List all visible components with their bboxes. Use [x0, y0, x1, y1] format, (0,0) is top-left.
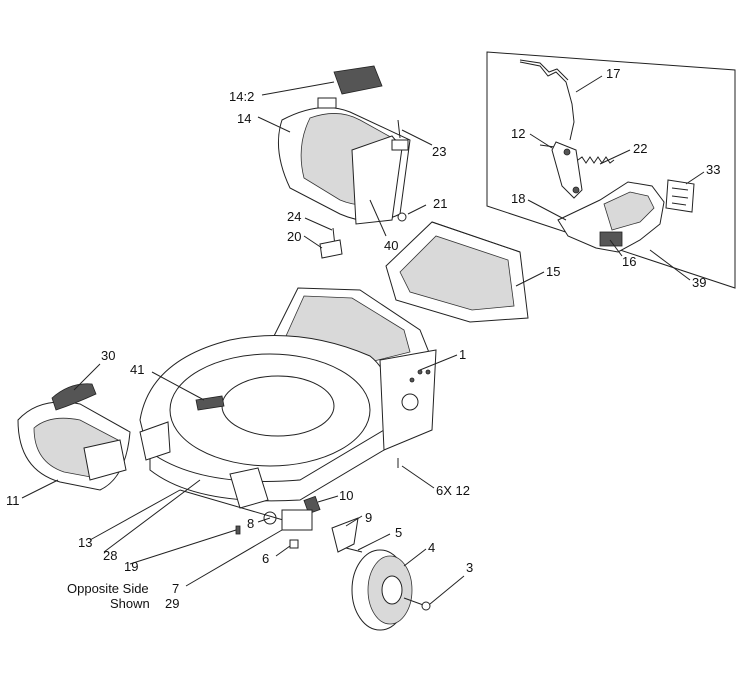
inset-box [486, 51, 736, 289]
control-label-part-16 [599, 231, 623, 247]
decal-33-line-3 [671, 202, 687, 206]
leader-lines [21, 75, 705, 605]
side-plate-bolt-2 [425, 369, 431, 375]
callout-21: 21 [433, 196, 447, 211]
callout-3: 3 [466, 560, 473, 575]
shown-note: Shown [110, 596, 150, 611]
decal-33-line [671, 187, 689, 191]
callout-19: 19 [124, 559, 138, 574]
bail-lever-hole-2 [572, 186, 580, 194]
callout-39: 39 [692, 275, 706, 290]
decal-part-33 [665, 179, 695, 213]
callout-33: 33 [706, 162, 720, 177]
axle-bracket [281, 509, 313, 531]
bumper-part-11 [17, 401, 131, 491]
callout-29: 29 [165, 596, 179, 611]
callout-5: 5 [395, 525, 402, 540]
nut-part-21 [397, 212, 407, 222]
callout-4: 4 [428, 540, 435, 555]
callout-15: 15 [546, 264, 560, 279]
callout-7: 7 [172, 581, 179, 596]
rear-chute-part-15 [385, 221, 529, 323]
callout-11: 11 [6, 493, 20, 508]
chute-rod [431, 221, 521, 253]
cable-part-17-edge [519, 59, 569, 81]
pin-part-19 [235, 525, 241, 535]
callout-9: 9 [365, 510, 372, 525]
bail-lever-hole [563, 148, 571, 156]
callout-16: 16 [622, 254, 636, 269]
height-adjuster [229, 467, 269, 509]
bracket-part-9 [331, 517, 359, 553]
callout-17: 17 [606, 66, 620, 81]
cable-part-17 [519, 61, 575, 141]
callout-30: 30 [101, 348, 115, 363]
clip-part-20 [319, 239, 343, 259]
decal-33-line-2 [671, 195, 689, 199]
bag-handle [317, 97, 337, 109]
bolt-part-5 [345, 547, 363, 553]
bail-lever [551, 141, 583, 199]
rod-part-23 [397, 119, 401, 139]
callout-18: 18 [511, 191, 525, 206]
callout-40: 40 [384, 238, 398, 253]
deck-center [221, 375, 335, 437]
bushing-part-10 [303, 495, 321, 515]
bolt-head-part-3 [421, 601, 431, 611]
callout-24: 24 [287, 209, 301, 224]
grass-bag-part-14 [277, 97, 411, 225]
callout-6: 6 [262, 551, 269, 566]
callout-8: 8 [247, 516, 254, 531]
wheel-part-4 [351, 549, 413, 631]
callouts: 14:2 14 23 21 24 20 40 15 1 30 41 11 6X … [6, 66, 720, 611]
inset-border [486, 51, 736, 289]
nut-part-6 [289, 539, 299, 549]
callout-14-2: 14:2 [229, 89, 254, 104]
side-plate-bolt-3 [409, 377, 415, 383]
decal-part-30 [51, 383, 97, 411]
wheel-hub [381, 575, 403, 605]
callout-22: 22 [633, 141, 647, 156]
grass-bag-frame-part-40 [351, 135, 403, 225]
callout-28: 28 [103, 548, 117, 563]
callout-12: 12 [511, 126, 525, 141]
control-housing-top [603, 191, 655, 231]
callout-6x12: 6X 12 [436, 483, 470, 498]
decal-part-14-2 [333, 65, 383, 95]
side-plate-hole [401, 393, 419, 411]
bag-clip [391, 139, 409, 151]
callout-20: 20 [287, 229, 301, 244]
callout-10: 10 [339, 488, 353, 503]
callout-13: 13 [78, 535, 92, 550]
callout-1: 1 [459, 347, 466, 362]
chute-inner [399, 235, 515, 311]
axle [179, 489, 291, 523]
side-bracket [139, 421, 171, 461]
opposite-side-note: Opposite Side [67, 581, 149, 596]
callout-23: 23 [432, 144, 446, 159]
bumper-grip [83, 439, 127, 481]
callout-14: 14 [237, 111, 251, 126]
callout-41: 41 [130, 362, 144, 377]
side-plate-bolt [417, 369, 423, 375]
mower-deck [139, 287, 437, 509]
